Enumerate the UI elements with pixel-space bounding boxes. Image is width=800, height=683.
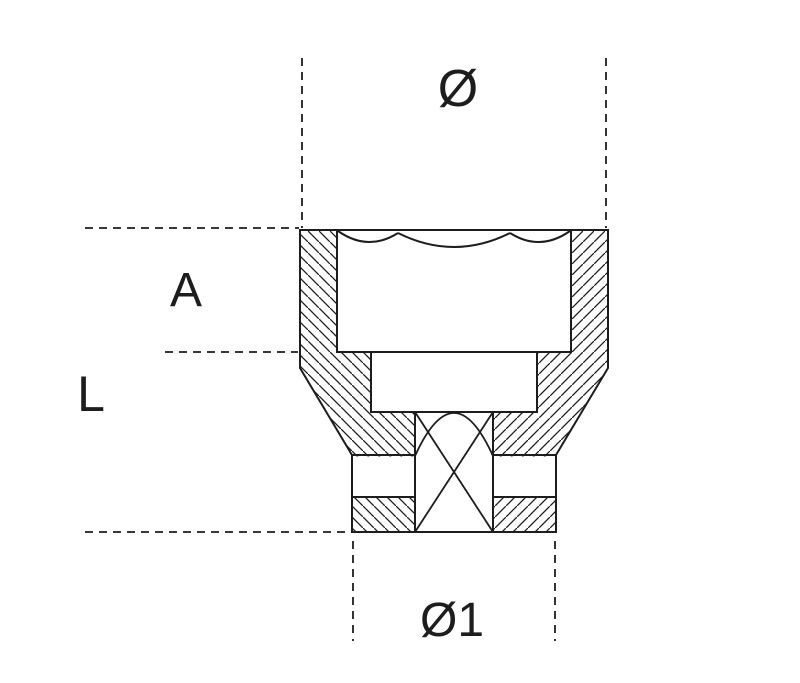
dimension-labels: Ø A L Ø1 xyxy=(77,60,484,647)
drive-hole-diagonals xyxy=(414,411,494,533)
label-drive-depth: A xyxy=(170,264,202,317)
label-overall-length: L xyxy=(77,366,105,422)
groove-right xyxy=(494,456,555,496)
collar-lines-left xyxy=(352,454,415,498)
label-top-diameter: Ø xyxy=(438,60,478,118)
drive-hole-dome-arc xyxy=(414,412,494,457)
drawing-geometry xyxy=(85,58,609,641)
hex-scallop-arcs xyxy=(337,230,571,248)
groove-left xyxy=(353,456,414,496)
collar-lines-right xyxy=(493,454,556,498)
dimension-lines xyxy=(85,58,607,641)
label-bottom-diameter: Ø1 xyxy=(420,594,484,647)
